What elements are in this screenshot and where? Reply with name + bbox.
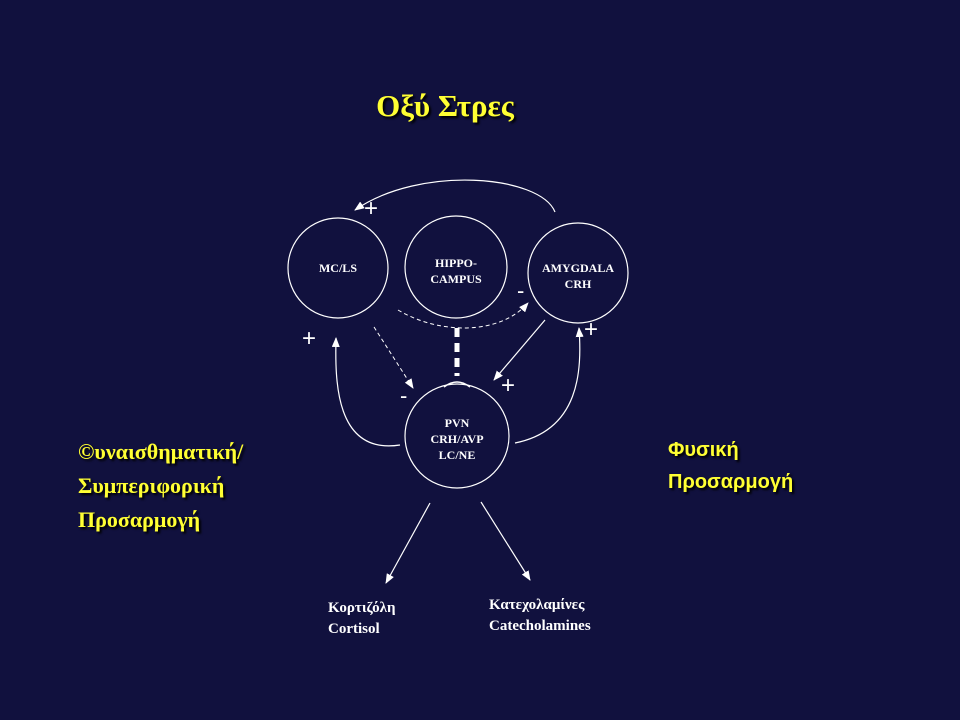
- pvn-label-line1: PVN: [444, 416, 470, 430]
- right-label-line2: Προσαρμογή: [668, 471, 794, 493]
- inhibit-bar: [443, 381, 471, 388]
- mcls-label: MC/LS: [318, 261, 357, 275]
- minus-sign-mcls: -: [400, 383, 408, 408]
- plus-sign-right: +: [584, 316, 599, 343]
- cortisol-label: Κορτιζόλη Cortisol: [328, 598, 396, 640]
- amygdala-label-line1: AMYGDALA: [542, 261, 614, 275]
- pvn-label-line3: LC/NE: [438, 448, 476, 462]
- right-label-line1: Φυσική: [668, 439, 739, 461]
- amygdala-node: [527, 222, 629, 324]
- plus-sign-left: +: [302, 325, 317, 352]
- arrow-pvn-to-cortisol: [385, 502, 431, 584]
- pvn-label-line2: CRH/AVP: [430, 432, 484, 446]
- left-label-line3: Προσαρμογή: [78, 507, 201, 532]
- cortisol-greek: Κορτιζόλη: [328, 600, 396, 616]
- pvn-label: PVN CRH/AVP LC/NE: [417, 415, 497, 463]
- cortisol-english: Cortisol: [328, 621, 380, 637]
- pvn-node: [404, 383, 510, 489]
- left-label-line1: ©υναισθηματική/: [78, 439, 244, 464]
- catecholamines-english: Catecholamines: [489, 618, 591, 634]
- mcls-node: [287, 217, 389, 319]
- right-adaptation-label: Φυσική Προσαρμογή: [668, 434, 793, 498]
- minus-sign-amygdala: -: [517, 278, 525, 303]
- arrow-amygdala-to-mcls: [354, 179, 556, 213]
- hippocampus-label: HIPPO- CAMPUS: [416, 255, 496, 287]
- catecholamines-greek: Κατεχολαμίνες: [489, 597, 585, 613]
- amygdala-label-line2: CRH: [564, 277, 592, 291]
- plus-sign-top: +: [364, 195, 379, 222]
- hippocampus-label-line2: CAMPUS: [430, 272, 482, 286]
- arrow-mcls-to-pvn-dashed: [373, 326, 414, 389]
- arrow-pvn-to-mcls: [331, 337, 401, 447]
- left-label-line2: Συμπεριφορική: [78, 473, 225, 498]
- hippocampus-node: [404, 215, 508, 319]
- amygdala-label: AMYGDALA CRH: [528, 260, 628, 292]
- page-title: Οξύ Στρες: [376, 88, 514, 123]
- plus-sign-pvn: +: [501, 372, 516, 399]
- hippocampus-label-line1: HIPPO-: [435, 256, 477, 270]
- left-adaptation-label: ©υναισθηματική/ Συμπεριφορική Προσαρμογή: [78, 435, 243, 537]
- arrow-pvn-to-catecholamines: [480, 501, 531, 581]
- arrow-amygdala-to-pvn: [493, 319, 546, 381]
- catecholamines-label: Κατεχολαμίνες Catecholamines: [489, 595, 591, 637]
- arrow-hippo-to-amygdala-dashed: [397, 302, 529, 329]
- arrow-pvn-to-amygdala: [514, 327, 584, 444]
